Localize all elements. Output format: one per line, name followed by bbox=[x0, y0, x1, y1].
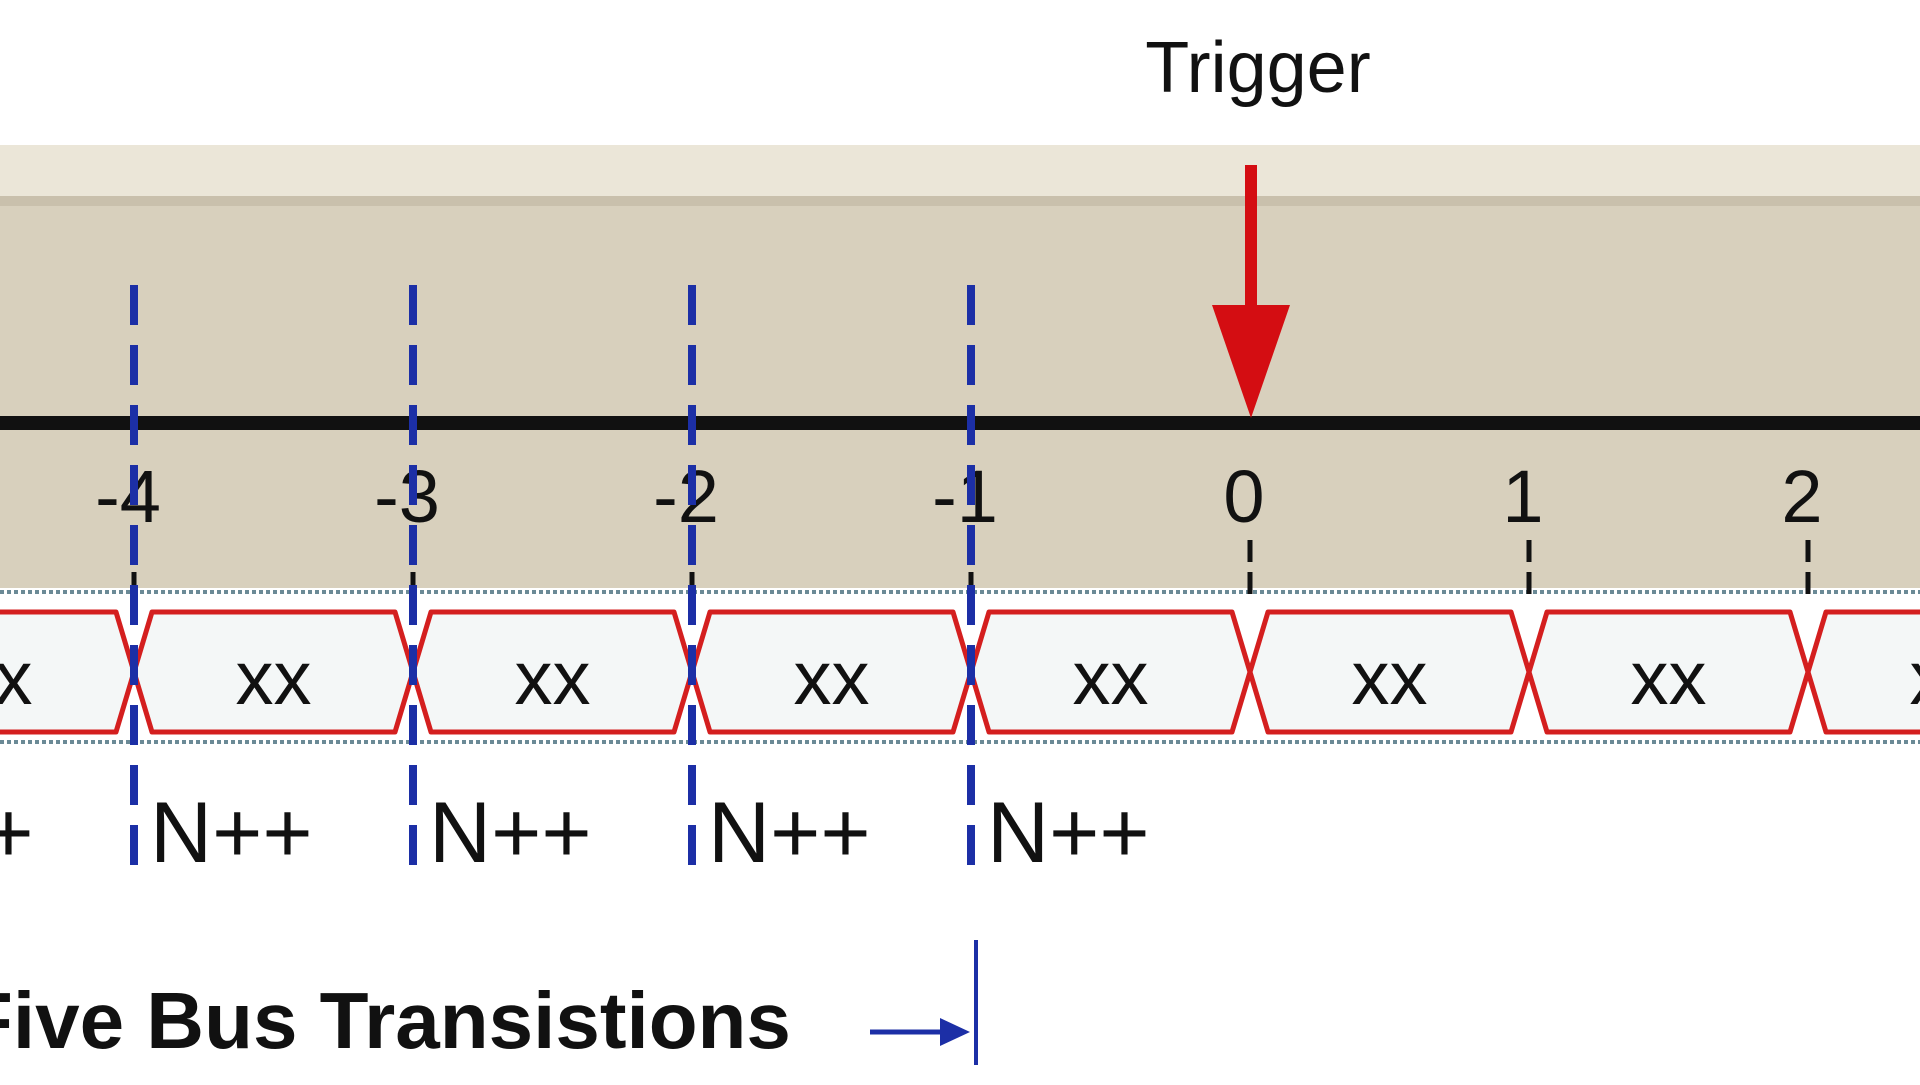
transition-label: N++ bbox=[150, 785, 313, 881]
bus-cell-label: xx bbox=[1352, 636, 1428, 721]
transition-label: N++ bbox=[429, 785, 592, 881]
axis-tick-label: -4 bbox=[95, 455, 161, 538]
time-axis-line bbox=[0, 416, 1920, 430]
trigger-label: Trigger bbox=[1145, 28, 1370, 108]
axis-tick-label: -3 bbox=[374, 455, 440, 538]
transition-label: N++ bbox=[0, 785, 34, 881]
panel-top-edge bbox=[0, 196, 1920, 206]
bus-cell-label: xx bbox=[1910, 636, 1920, 721]
axis-tick-label: 2 bbox=[1781, 455, 1822, 538]
bus-cell bbox=[1808, 612, 1920, 732]
bus-cell-label: xx bbox=[1073, 636, 1149, 721]
transition-labels: N++ N++ N++ N++ N++ bbox=[0, 785, 1150, 881]
transition-label: N++ bbox=[987, 785, 1150, 881]
axis-tick-label: -2 bbox=[653, 455, 719, 538]
bus-cell-label: xx bbox=[0, 636, 33, 721]
axis-tick-label: -1 bbox=[932, 455, 998, 538]
bus-cell-label: xx bbox=[515, 636, 591, 721]
axis-tick-label: 0 bbox=[1223, 455, 1264, 538]
caption-arrow-icon bbox=[870, 940, 976, 1065]
bus-cells: xx xx xx xx xx xx xx xx bbox=[0, 612, 1920, 732]
bus-cell-label: xx bbox=[1631, 636, 1707, 721]
bus-cell-label: xx bbox=[236, 636, 312, 721]
caption-text: Five Bus Transistions bbox=[0, 976, 791, 1065]
bus-cell-label: xx bbox=[794, 636, 870, 721]
axis-tick-label: 1 bbox=[1502, 455, 1543, 538]
transition-label: N++ bbox=[708, 785, 871, 881]
